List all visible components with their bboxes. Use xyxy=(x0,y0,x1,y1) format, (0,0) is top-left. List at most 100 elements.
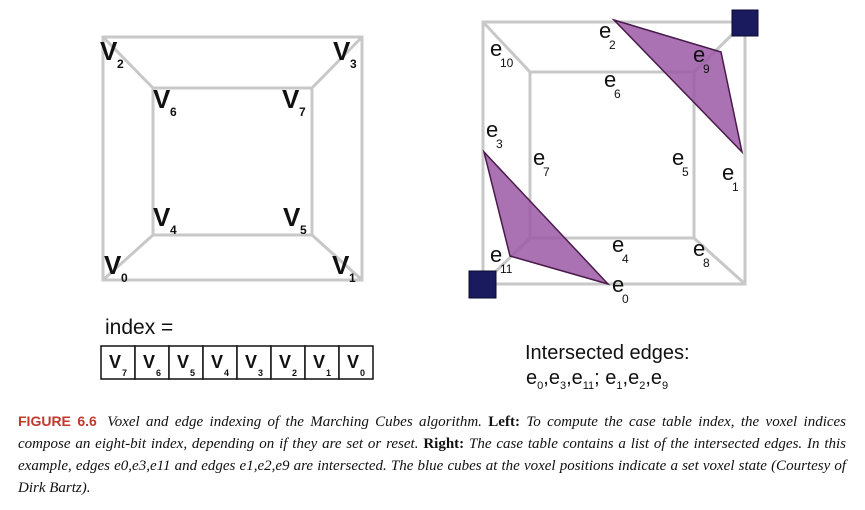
intersected-edges-title: Intersected edges: xyxy=(525,342,690,364)
edge-label-e11: e11 xyxy=(490,242,513,276)
index-cell-subscript: 6 xyxy=(156,368,161,378)
left-cube-inner-square xyxy=(151,86,314,237)
edge-label-e2: e2 xyxy=(599,18,616,52)
intersected-edge-subscript: 11 xyxy=(583,380,594,392)
caption-and: and edges xyxy=(174,458,236,474)
edge-label-e9: e9 xyxy=(693,42,710,76)
vertex-label-v2-letter: V xyxy=(100,36,118,66)
edge-label-e10: e10 xyxy=(490,36,514,70)
right-cube-inner-square xyxy=(528,70,696,240)
vertex-label-v0-letter: V xyxy=(104,250,122,280)
index-cell-letter: V xyxy=(347,352,359,372)
intersected-edge-subscript: 0 xyxy=(537,380,543,392)
edge-label-e3-subscript: 3 xyxy=(496,137,503,151)
index-cell-letter: V xyxy=(109,352,121,372)
index-cell-box xyxy=(100,345,136,380)
index-cell-subscript: 3 xyxy=(258,368,263,378)
edge-label-e8-subscript: 8 xyxy=(703,256,710,270)
index-cell-subscript: 1 xyxy=(326,368,331,378)
caption-right-head: Right: xyxy=(423,436,465,452)
edge-label-e5: e5 xyxy=(672,145,689,179)
intersected-edge-subscript: 1 xyxy=(616,380,622,392)
index-cell-letter: V xyxy=(245,352,257,372)
left-cube-outer-square xyxy=(101,35,364,282)
vertex-label-v5-subscript: 5 xyxy=(300,223,307,237)
left-cube xyxy=(101,35,364,282)
intersected-edge-separator: , xyxy=(645,367,651,389)
intersected-edge-letter: e xyxy=(526,367,537,389)
vertex-label-v3-subscript: 3 xyxy=(350,57,357,71)
edge-label-e10-subscript: 10 xyxy=(500,56,514,70)
index-cell-letter: V xyxy=(143,352,155,372)
edge-label-e3-letter: e xyxy=(486,117,498,142)
index-cell-v7: V7 xyxy=(100,345,136,380)
edge-label-e1-letter: e xyxy=(722,160,734,185)
edge-label-e4-letter: e xyxy=(612,232,624,257)
edge-label-e1: e1 xyxy=(722,160,739,194)
intersected-edge-subscript: 3 xyxy=(560,380,566,392)
intersection-triangle-upper xyxy=(611,18,744,155)
index-cell-v2: V2 xyxy=(270,345,306,380)
index-cell-letter: V xyxy=(211,352,223,372)
intersected-edge-separator: , xyxy=(623,367,629,389)
edge-label-e0-letter: e xyxy=(612,272,624,297)
edge-label-e11-subscript: 11 xyxy=(500,262,513,276)
edge-label-e10-letter: e xyxy=(490,36,502,61)
edge-label-e6-letter: e xyxy=(604,67,616,92)
vertex-label-v7-letter: V xyxy=(282,84,300,114)
edge-label-e9-letter: e xyxy=(693,42,705,67)
index-cell-box xyxy=(202,345,238,380)
vertex-label-v1-subscript: 1 xyxy=(349,271,356,285)
vertex-label-v1-letter: V xyxy=(332,250,350,280)
intersected-edge-separator: , xyxy=(543,367,549,389)
index-cell-subscript: 4 xyxy=(224,368,229,378)
vertex-label-v3-letter: V xyxy=(333,36,351,66)
index-cell-box xyxy=(270,345,306,380)
right-cube xyxy=(481,20,747,286)
edge-label-e7: e7 xyxy=(533,145,550,179)
figure-caption: FIGURE 6.6 Voxel and edge indexing of th… xyxy=(18,410,846,499)
vertex-label-v0-subscript: 0 xyxy=(121,271,128,285)
intersected-edges-list: e0,e3,e11; e1,e2,e9 xyxy=(526,367,668,392)
right-cube-outer-square xyxy=(481,20,747,286)
edge-label-e2-subscript: 2 xyxy=(609,38,616,52)
edge-label-e4: e4 xyxy=(612,232,629,266)
edge-label-e9-subscript: 9 xyxy=(703,62,710,76)
index-cell-box xyxy=(338,345,374,380)
set-voxel-cube-bottom-left xyxy=(468,270,497,299)
edge-label-e7-subscript: 7 xyxy=(543,165,550,179)
intersected-edge-subscript: 2 xyxy=(639,380,645,392)
intersected-edge-letter: e xyxy=(605,367,616,389)
vertex-label-v6-letter: V xyxy=(153,84,171,114)
intersected-edge-letter: e xyxy=(549,367,560,389)
edge-label-e6-subscript: 6 xyxy=(614,87,621,101)
edge-label-e7-letter: e xyxy=(533,145,545,170)
index-cell-subscript: 2 xyxy=(292,368,297,378)
caption-left-text: To compute the case table index, the vox… xyxy=(18,414,847,452)
caption-edges-a: e0,e3,e11 xyxy=(114,458,171,474)
caption-label: FIGURE 6.6 xyxy=(18,413,97,429)
index-cell-v5: V5 xyxy=(168,345,204,380)
index-cell-v4: V4 xyxy=(202,345,238,380)
edge-label-e11-letter: e xyxy=(490,242,502,267)
intersected-edge-separator: , xyxy=(566,367,572,389)
edge-label-e5-subscript: 5 xyxy=(682,165,689,179)
caption-intro: Voxel and edge indexing of the Marching … xyxy=(107,414,482,430)
vertex-label-v4-subscript: 4 xyxy=(170,223,177,237)
index-cell-v6: V6 xyxy=(134,345,170,380)
intersected-edge-letter: e xyxy=(651,367,662,389)
index-cell-letter: V xyxy=(279,352,291,372)
caption-right-text-2: are intersected. The blue cubes at the v… xyxy=(18,458,847,496)
index-cell-v3: V3 xyxy=(236,345,272,380)
edge-label-e8-letter: e xyxy=(693,236,705,261)
edge-label-e2-letter: e xyxy=(599,18,611,43)
edge-label-e4-subscript: 4 xyxy=(622,252,629,266)
index-cell-subscript: 7 xyxy=(122,368,127,378)
index-cell-box xyxy=(168,345,204,380)
